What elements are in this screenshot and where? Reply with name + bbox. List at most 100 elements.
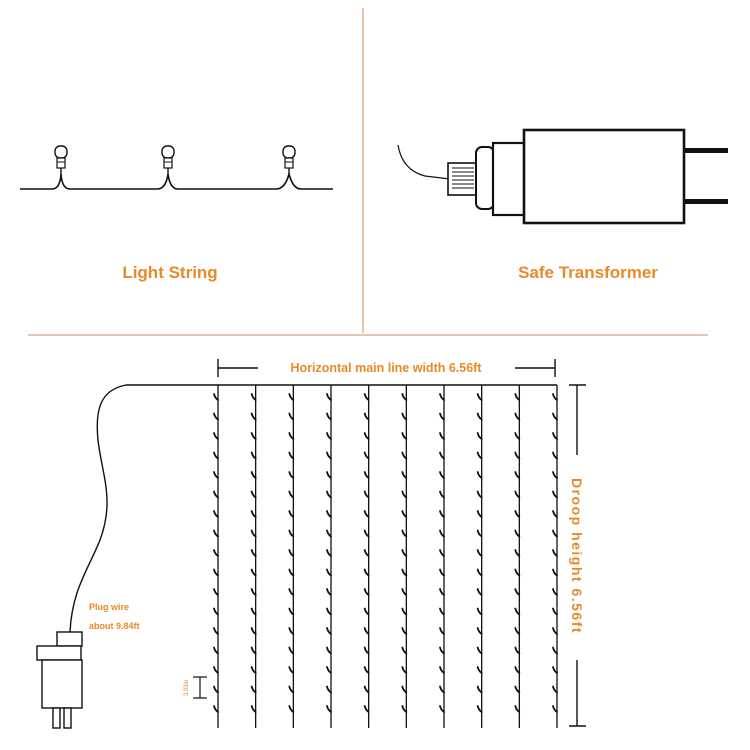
- mini-bulb: [552, 549, 558, 557]
- light-strand: [552, 385, 558, 728]
- mini-bulb: [552, 432, 558, 440]
- plug-wire-label-line1: Plug wire: [89, 602, 129, 612]
- mini-bulb: [326, 705, 332, 713]
- transformer-icon: [397, 128, 728, 225]
- mini-bulb: [363, 451, 370, 460]
- height-dimension-marker: [569, 384, 586, 727]
- mini-bulb: [439, 471, 445, 479]
- mini-bulb: [439, 646, 445, 655]
- mini-bulb: [552, 529, 558, 538]
- mini-bulb: [439, 432, 445, 440]
- mini-bulb: [514, 549, 521, 557]
- mini-bulb: [288, 607, 295, 616]
- mini-bulb: [213, 432, 219, 440]
- mini-bulb: [363, 471, 370, 479]
- mini-bulb: [476, 705, 483, 713]
- mini-bulb: [476, 432, 483, 440]
- mini-bulb: [288, 432, 295, 440]
- mini-bulb: [439, 627, 445, 635]
- mini-bulb: [363, 627, 370, 635]
- mini-bulb: [476, 412, 483, 421]
- bulb: [282, 145, 296, 174]
- mini-bulb: [363, 646, 370, 655]
- light-strand: [213, 385, 219, 728]
- plug-adapter-icon: [36, 631, 83, 729]
- mini-bulb: [250, 705, 257, 713]
- mini-bulb: [401, 490, 408, 499]
- mini-bulb: [213, 549, 219, 557]
- curtain-lights-icon: [126, 384, 558, 728]
- mini-bulb: [250, 588, 257, 596]
- mini-bulb: [476, 510, 483, 518]
- mini-bulb: [401, 666, 408, 674]
- mini-bulb: [288, 646, 295, 655]
- mini-bulb: [476, 393, 483, 401]
- mini-bulb: [213, 627, 219, 635]
- mini-bulb: [288, 529, 295, 538]
- mini-bulb: [401, 607, 408, 616]
- mini-bulb: [476, 627, 483, 635]
- width-dimension-marker: [217, 359, 556, 377]
- light-strand: [250, 385, 257, 728]
- mini-bulb: [514, 685, 521, 694]
- mini-bulb: [213, 685, 219, 694]
- mini-bulb: [288, 490, 295, 499]
- mini-bulb: [363, 529, 370, 538]
- mini-bulb: [250, 490, 257, 499]
- mini-bulb: [213, 705, 219, 713]
- light-string-label: Light String: [122, 263, 217, 282]
- mini-bulb: [476, 666, 483, 674]
- mini-bulb: [250, 393, 257, 401]
- mini-bulb: [250, 549, 257, 557]
- mini-bulb: [439, 393, 445, 401]
- mini-bulb: [401, 471, 408, 479]
- mini-bulb: [476, 529, 483, 538]
- mini-bulb: [476, 451, 483, 460]
- mini-bulb: [476, 646, 483, 655]
- mini-bulb: [514, 451, 521, 460]
- mini-bulb: [326, 646, 332, 655]
- mini-bulb: [288, 705, 295, 713]
- mini-bulb: [363, 666, 370, 674]
- mini-bulb: [439, 607, 445, 616]
- mini-bulb: [476, 607, 483, 616]
- mini-bulb: [363, 432, 370, 440]
- mini-bulb: [401, 568, 408, 577]
- spacing-label: 3.93in: [184, 680, 190, 696]
- mini-bulb: [363, 588, 370, 596]
- mini-bulb: [250, 685, 257, 694]
- mini-bulb: [326, 666, 332, 674]
- mini-bulb: [326, 685, 332, 694]
- mini-bulb: [552, 451, 558, 460]
- mini-bulb: [476, 490, 483, 499]
- mini-bulb: [288, 412, 295, 421]
- mini-bulb: [363, 705, 370, 713]
- mini-bulb: [326, 490, 332, 499]
- mini-bulb: [439, 529, 445, 538]
- mini-bulb: [213, 412, 219, 421]
- mini-bulb: [514, 705, 521, 713]
- mini-bulb: [326, 627, 332, 635]
- mini-bulb: [439, 685, 445, 694]
- mini-bulb: [514, 412, 521, 421]
- mini-bulb: [288, 549, 295, 557]
- mini-bulb: [552, 510, 558, 518]
- mini-bulb: [326, 568, 332, 577]
- mini-bulb: [401, 432, 408, 440]
- mini-bulb: [439, 705, 445, 713]
- mini-bulb: [288, 666, 295, 674]
- mini-bulb: [250, 412, 257, 421]
- mini-bulb: [326, 412, 332, 421]
- mini-bulb: [326, 471, 332, 479]
- mini-bulb: [552, 646, 558, 655]
- mini-bulb: [401, 393, 408, 401]
- light-strand: [326, 385, 332, 728]
- mini-bulb: [514, 471, 521, 479]
- light-strand: [288, 385, 295, 728]
- light-strand: [476, 385, 483, 728]
- mini-bulb: [213, 607, 219, 616]
- mini-bulb: [213, 510, 219, 518]
- mini-bulb: [401, 549, 408, 557]
- mini-bulb: [552, 607, 558, 616]
